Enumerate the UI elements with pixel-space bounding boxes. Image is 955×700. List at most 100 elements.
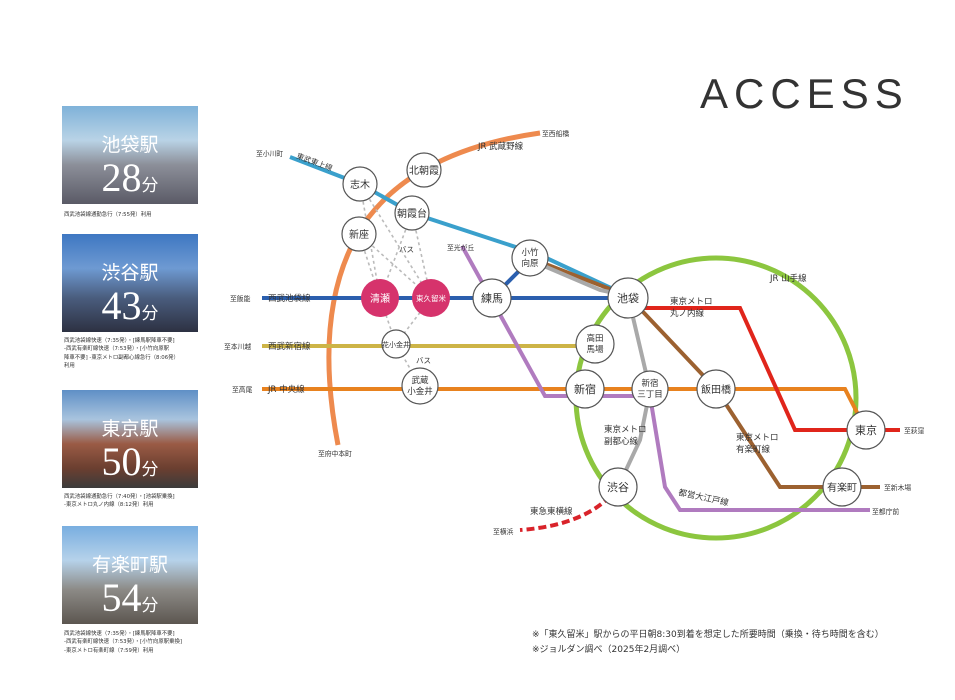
station-shibuya: 渋谷 [607, 481, 629, 494]
station-iidabashi: 飯田橋 [701, 383, 731, 396]
route-minutes: 54分 [62, 574, 198, 621]
label-bus-2: バス [416, 356, 431, 365]
terminus-label: 至小川町 [256, 149, 283, 158]
shibuya-photo [62, 234, 198, 332]
station-takadanobaba: 高田 [586, 333, 603, 344]
station-niiza: 新座 [349, 228, 369, 241]
label-seibu-ikebukuro: 西武池袋線 [268, 293, 311, 304]
station-nerima: 練馬 [481, 291, 503, 305]
terminus-label: 至西船橋 [542, 129, 569, 138]
station-marker [381, 329, 411, 359]
terminus-label: 至府中本町 [318, 449, 352, 458]
footnote-2: ※ジョルダン調べ（2025年2月調べ） [532, 645, 686, 655]
route-minutes-unit: 分 [141, 596, 159, 616]
route-card-ikebukuro: 池袋駅 28分 [62, 106, 198, 204]
stations: 清瀬 東久留米 志木 北朝霞 朝霞台 新座 練馬 小竹 向原 池袋 高田 馬場 … [341, 152, 886, 507]
label-tokyu-toyoko: 東急東横線 [530, 506, 573, 517]
tokyo-photo [62, 390, 198, 488]
station-takadanobaba-2: 馬場 [586, 344, 604, 355]
terminus-label: 至都庁前 [872, 507, 899, 516]
route-note-line: -東京メトロ丸ノ内線（8:12発）利用 [64, 502, 154, 509]
terminus-label: 至本川越 [224, 342, 251, 351]
route-note-line: 利用 [64, 363, 75, 370]
tokyu-toyoko-line [519, 485, 620, 532]
terminus-label: 至光が丘 [447, 243, 474, 252]
route-station-name: 東京駅 [101, 418, 159, 440]
route-minutes-value: 54 [101, 575, 142, 620]
route-note-line: -東京メトロ有楽町線（7:59発）利用 [64, 647, 154, 654]
station-yurakucho: 有楽町 [827, 481, 857, 494]
line-labels: JR 武蔵野線 東武東上線 西武池袋線 西武新宿線 JR 中央線 JR 山手線 … [267, 141, 807, 517]
route-note-line: 西武池袋線快速（7:35発）・[練馬駅降車不要] [64, 631, 175, 637]
label-yurakucho-1: 東京メトロ [736, 432, 779, 443]
label-oedo: 都営大江戸線 [677, 487, 730, 508]
route-note-line: -西武有楽町線快速（7:53発）・[小竹向原駅 [64, 346, 170, 353]
station-musashikoganei: 武蔵 [411, 375, 429, 386]
station-marker [472, 278, 512, 318]
station-higashikurume: 東久留米 [416, 293, 446, 303]
yurakucho-photo [62, 526, 198, 624]
termini-labels: 至西船橋 至小川町 至飯能 至本川越 至高尾 至府中本町 至光が丘 至荻窪 至新… [224, 129, 925, 536]
route-note-line: -西武有楽町線快速（7:53発）・[小竹向原駅乗換] [64, 639, 182, 646]
station-marker [341, 216, 377, 252]
station-kotake-2: 向原 [521, 258, 538, 269]
station-shinjuku3: 新宿 [641, 378, 658, 389]
label-seibu-shinjuku: 西武新宿線 [268, 341, 311, 352]
route-station-name: 有楽町駅 [91, 554, 168, 576]
station-kiyose: 清瀬 [370, 292, 390, 305]
terminus-label: 至飯能 [230, 294, 251, 303]
oedo-line [460, 245, 870, 512]
station-ikebukuro: 池袋 [617, 291, 639, 305]
station-marker [631, 370, 669, 408]
station-marker [565, 369, 605, 409]
route-minutes-value: 28 [101, 155, 142, 200]
page-title: ACCESS [700, 70, 909, 117]
label-jr-yamanote: JR 山手線 [769, 273, 807, 284]
terminus-label: 至荻窪 [904, 426, 925, 435]
station-hanakoganei: 花小金井 [382, 340, 410, 349]
label-fukutoshin-2: 副都心線 [604, 436, 639, 447]
footnote-1: ※「東久留米」駅からの平日朝8:30到着を想定した所要時間（乗換・待ち時間を含む… [532, 630, 884, 640]
station-kotake: 小竹 [521, 247, 539, 258]
station-kitaasaka: 北朝霞 [409, 165, 439, 177]
label-marunouchi-2: 丸ノ内線 [670, 308, 705, 319]
route-note-shibuya: 西武池袋線快速（7:35発）・[練馬駅降車不要] -西武有楽町線快速（7:53発… [64, 337, 214, 371]
terminus-label: 至高尾 [232, 385, 253, 394]
route-card-yurakucho: 有楽町駅 54分 [62, 526, 198, 624]
terminus-label: 至横浜 [493, 527, 514, 536]
station-tokyo: 東京 [855, 423, 877, 437]
route-minutes-unit: 分 [141, 460, 159, 480]
label-jr-chuo: JR 中央線 [267, 384, 305, 395]
station-marker [406, 152, 442, 188]
route-minutes-value: 50 [101, 439, 142, 484]
station-marker [846, 410, 886, 450]
jr-musashino-line [326, 130, 541, 446]
station-marker [401, 367, 439, 405]
route-note-line: 西武池袋線快速（7:35発）・[練馬駅降車不要] [64, 338, 175, 344]
station-marker [607, 277, 649, 319]
terminus-label: 至新木場 [884, 483, 911, 492]
route-station-name: 池袋駅 [101, 134, 159, 156]
route-note-line: 西武池袋線通勤急行（7:40発）・[池袋駅乗換] [64, 494, 175, 500]
label-bus-1: バス [399, 245, 414, 254]
route-note-yurakucho: 西武池袋線快速（7:35発）・[練馬駅降車不要] -西武有楽町線快速（7:53発… [64, 630, 214, 655]
route-card-shibuya: 渋谷駅 43分 [62, 234, 198, 332]
route-minutes-unit: 分 [141, 176, 159, 196]
route-note-line: 降車不要] -東京メトロ副都心線急行（8:06発） [64, 354, 179, 361]
label-tobu-tojo: 東武東上線 [295, 150, 334, 172]
station-marker [575, 324, 615, 364]
station-musashikoganei-2: 小金井 [407, 386, 433, 397]
station-marker [598, 467, 638, 507]
ikebukuro-photo [62, 106, 198, 204]
station-shinjuku3-2: 三丁目 [637, 390, 663, 400]
route-minutes: 43分 [62, 282, 198, 329]
route-minutes: 28分 [62, 154, 198, 201]
station-shinjuku: 新宿 [574, 382, 596, 396]
route-minutes: 50分 [62, 438, 198, 485]
station-marker [361, 279, 399, 317]
station-marker [696, 369, 736, 409]
station-marker [511, 239, 549, 277]
station-asakadai: 朝霞台 [397, 207, 427, 220]
fukutoshin-line [616, 295, 653, 488]
